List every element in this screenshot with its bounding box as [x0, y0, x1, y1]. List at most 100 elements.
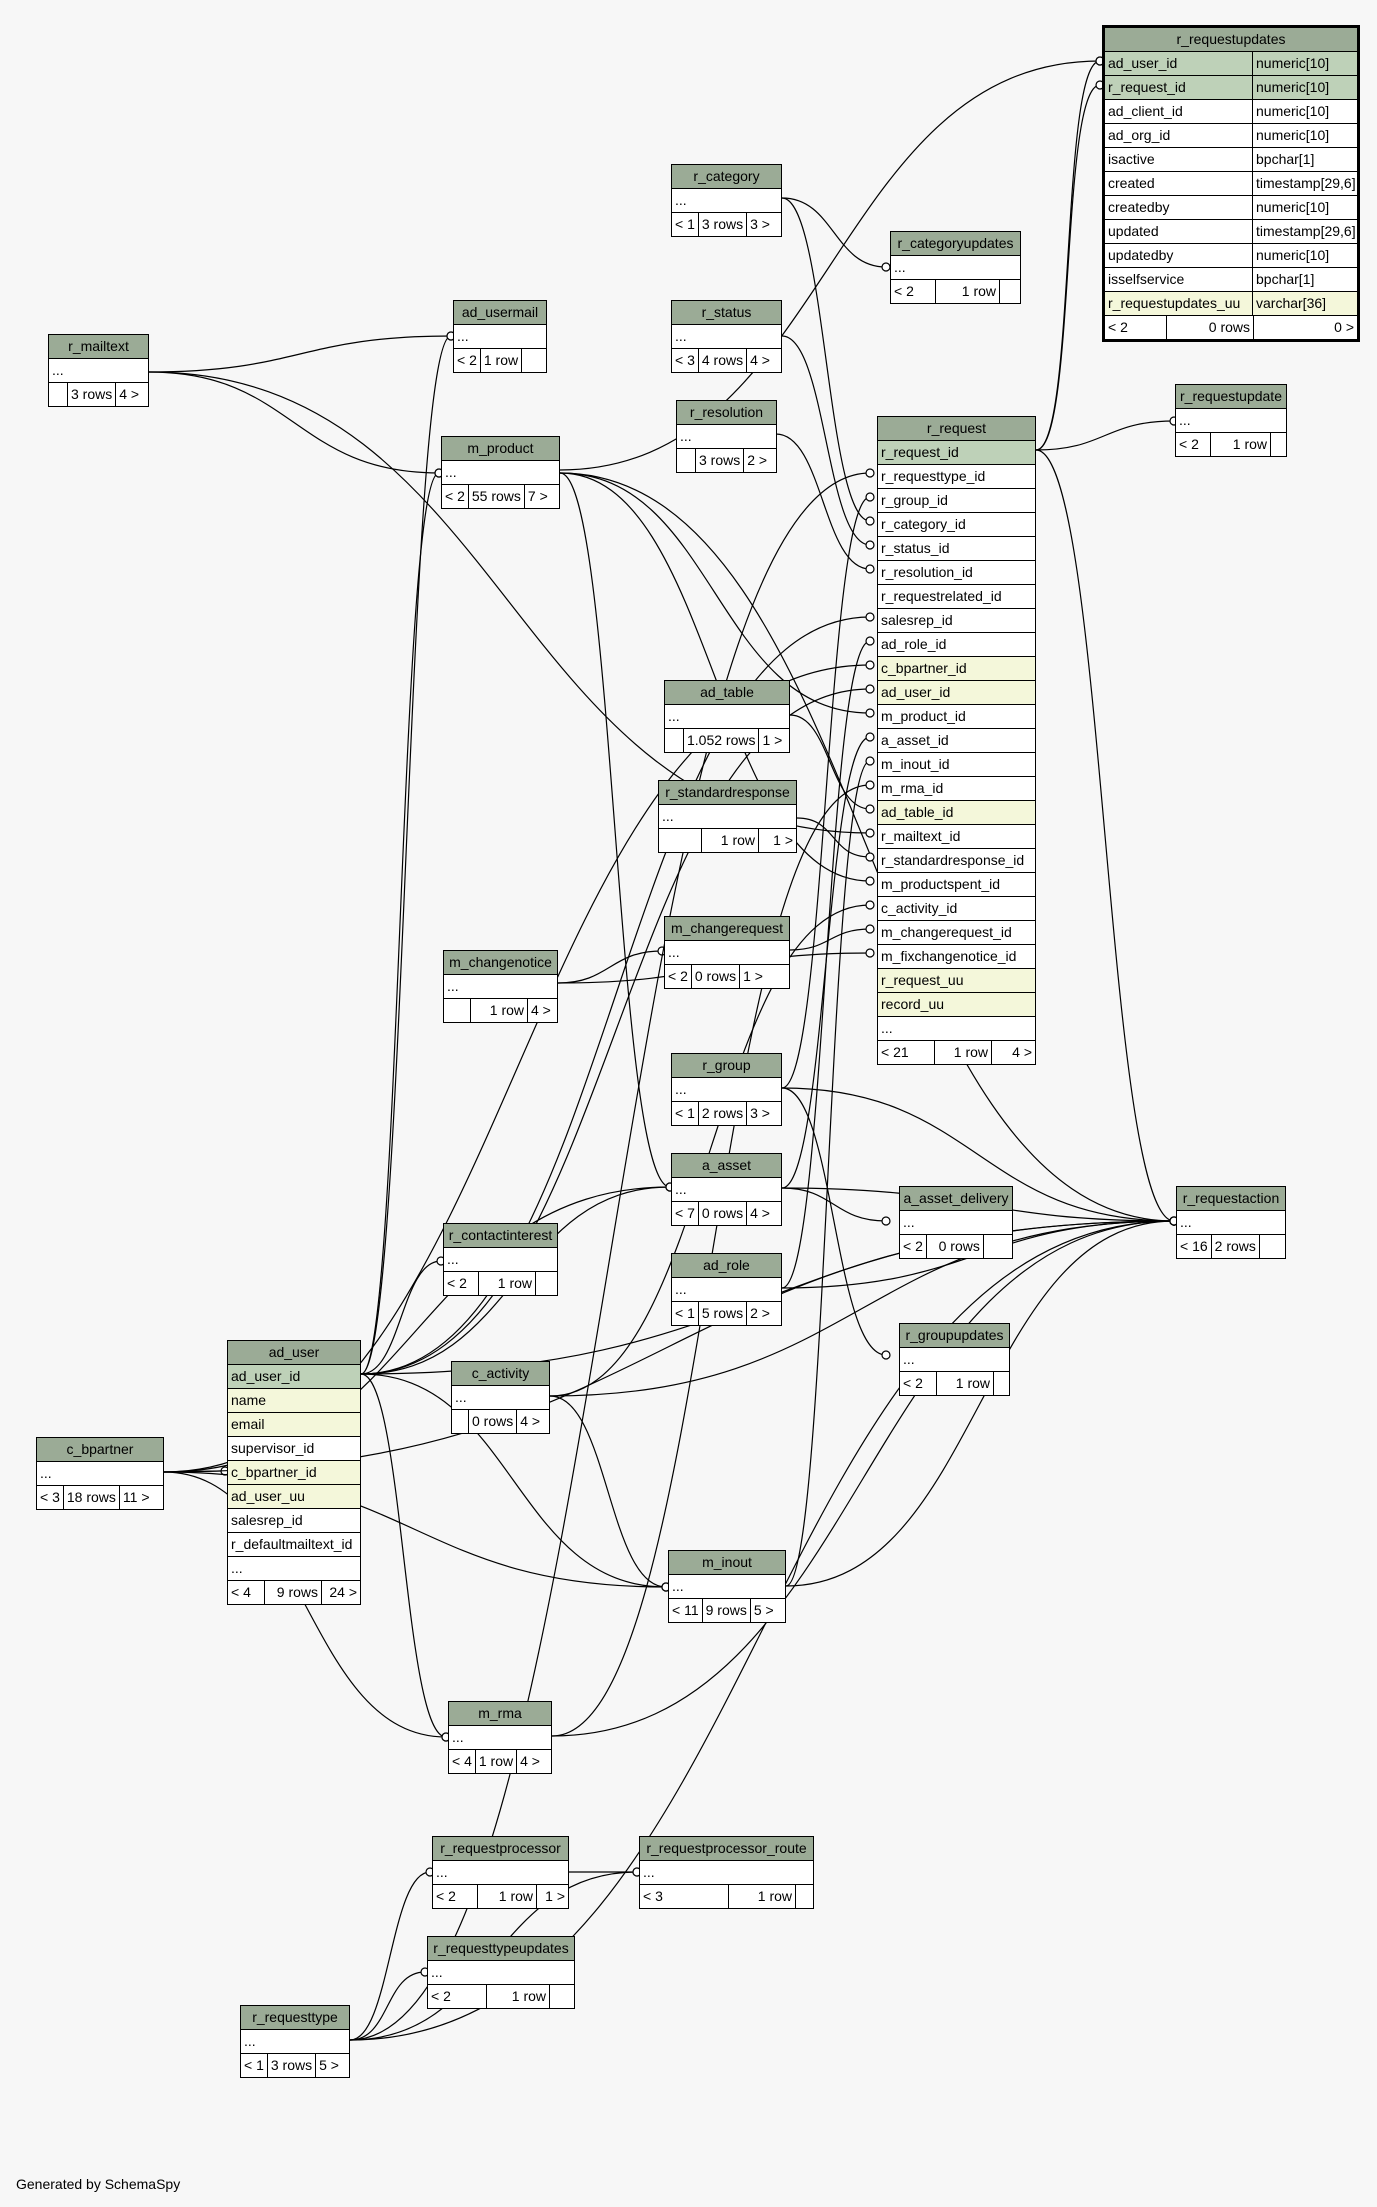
column-row: ad_user_id	[878, 681, 1035, 705]
column-row: ad_user_id	[228, 1365, 360, 1389]
column-row: ...	[442, 461, 559, 485]
relationship-line	[360, 1260, 442, 1375]
table-title: r_requestprocessor_route	[640, 1837, 813, 1861]
relationship-line	[360, 616, 871, 1375]
column-row: ad_user_uu	[228, 1485, 360, 1509]
relationship-line	[559, 472, 871, 714]
relationship-line	[360, 1373, 447, 1738]
column-row: ad_role_id	[878, 633, 1035, 657]
column-row: ...	[665, 705, 789, 729]
column-row: ...	[452, 1386, 549, 1410]
table-title: r_requestaction	[1177, 1187, 1285, 1211]
column-row: ...	[672, 325, 781, 349]
relationship-line	[1035, 449, 1175, 1222]
column-row: ...	[665, 941, 789, 965]
relationship-line	[775, 433, 871, 570]
table-title: r_requestupdate	[1176, 385, 1286, 409]
column-row: a_asset_id	[878, 729, 1035, 753]
table-r-request[interactable]: r_request r_request_id r_requesttype_id …	[877, 416, 1036, 1065]
column-row: ...	[672, 1178, 781, 1202]
relationship-end-marker	[865, 468, 875, 478]
column-row: ...	[659, 805, 796, 829]
relationship-line	[785, 760, 871, 1587]
column-row: ...	[428, 1961, 574, 1985]
relationship-line	[781, 640, 871, 1289]
column-row: ...	[672, 1278, 781, 1302]
column-row: m_fixchangenotice_id	[878, 945, 1035, 969]
relationship-end-marker	[865, 612, 875, 622]
relationship-line	[557, 950, 663, 984]
column-row: ...	[228, 1557, 360, 1581]
relationship-end-marker	[881, 262, 891, 272]
column-row: salesrep_id	[228, 1509, 360, 1533]
relationship-line	[551, 1220, 1175, 1737]
column-row: r_group_id	[878, 489, 1035, 513]
column-row: supervisor_id	[228, 1437, 360, 1461]
column-row: ...	[37, 1462, 163, 1486]
column-row: m_changerequest_id	[878, 921, 1035, 945]
relationship-line	[360, 335, 452, 1375]
relationship-line	[785, 1220, 1175, 1587]
relationship-line	[349, 472, 871, 2041]
column-row: ...	[241, 2030, 349, 2054]
table-title: m_rma	[449, 1702, 551, 1726]
relationship-line	[349, 1971, 426, 2041]
table-ad-user[interactable]: ad_user ad_user_id name email supervisor…	[227, 1340, 361, 1605]
column-row: ...	[433, 1861, 568, 1885]
column-row: ...	[454, 325, 546, 349]
column-row: m_inout_id	[878, 753, 1035, 777]
table-title: r_requestupdates	[1105, 28, 1357, 52]
relationship-end-marker	[865, 540, 875, 550]
table-title: r_group	[672, 1054, 781, 1078]
relationship-line	[559, 472, 671, 1188]
relationship-end-marker	[865, 900, 875, 910]
column-row: m_productspent_id	[878, 873, 1035, 897]
table-title: a_asset	[672, 1154, 781, 1178]
relationship-end-marker	[865, 780, 875, 790]
relationship-line	[781, 335, 871, 546]
relationship-line	[781, 1087, 887, 1356]
column-row: ...	[672, 189, 781, 213]
